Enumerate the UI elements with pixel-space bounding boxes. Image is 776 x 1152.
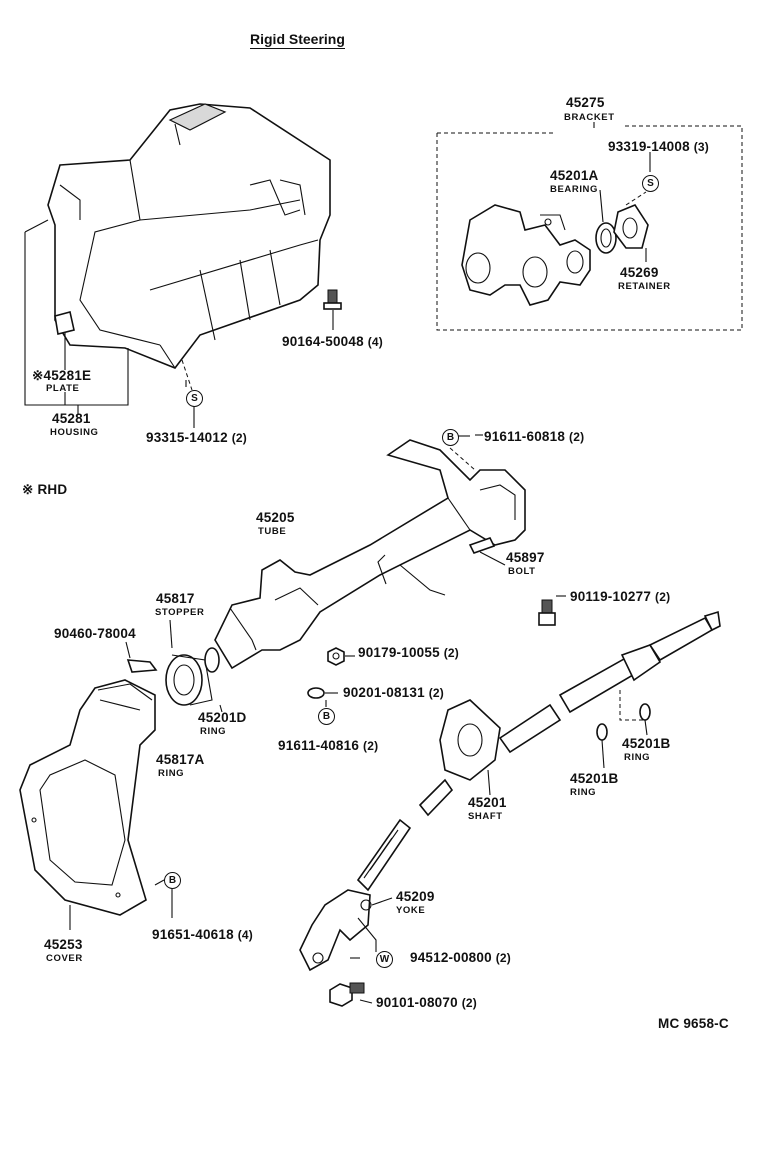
part-name-plate: PLATE bbox=[46, 383, 80, 394]
part-number-45817: 45817 bbox=[156, 591, 195, 606]
part-number-45269: 45269 bbox=[620, 265, 659, 280]
part-number-45205: 45205 bbox=[256, 510, 295, 525]
symbol-b-91651: B bbox=[164, 872, 181, 889]
part-number-45253: 45253 bbox=[44, 937, 83, 952]
part-number-91611-40816: 91611-40816 (2) bbox=[278, 738, 379, 753]
part-name-ring-45201b-right: RING bbox=[624, 752, 651, 763]
part-number-45281e: ※45281E bbox=[32, 368, 92, 383]
part-number-45817a: 45817A bbox=[156, 752, 205, 767]
stopper-45817-illustration bbox=[165, 654, 213, 706]
bearing-45201a-illustration bbox=[595, 222, 617, 254]
part-name-bolt: BOLT bbox=[508, 566, 536, 577]
part-name-stopper: STOPPER bbox=[155, 607, 205, 618]
ring-45201b-right-illustration bbox=[639, 703, 651, 721]
rhd-note: ※ RHD bbox=[22, 482, 68, 497]
washer-90201-illustration bbox=[307, 687, 325, 699]
symbol-b-91611-40816: B bbox=[318, 708, 335, 725]
part-number-45201b-left: 45201B bbox=[570, 771, 619, 786]
part-name-retainer: RETAINER bbox=[618, 281, 671, 292]
part-name-housing: HOUSING bbox=[50, 427, 99, 438]
cover-45253-illustration bbox=[19, 679, 156, 916]
nut-90179-illustration bbox=[327, 647, 345, 666]
part-name-ring-45201d: RING bbox=[200, 726, 227, 737]
ring-45201d-illustration bbox=[204, 647, 220, 673]
part-number-45209: 45209 bbox=[396, 889, 435, 904]
part-number-45897: 45897 bbox=[506, 550, 545, 565]
part-name-ring-45201b-left: RING bbox=[570, 787, 597, 798]
yoke-45209-illustration bbox=[299, 818, 412, 972]
part-number-90460-78004: 90460-78004 bbox=[54, 626, 136, 641]
retainer-45269-illustration bbox=[613, 204, 649, 249]
symbol-s-93315: S bbox=[186, 390, 203, 407]
part-name-bracket: BRACKET bbox=[564, 112, 615, 123]
housing-illustration bbox=[47, 103, 331, 369]
part-number-90164-50048: 90164-50048 (4) bbox=[282, 334, 384, 349]
part-number-45201b-right: 45201B bbox=[622, 736, 671, 751]
part-number-45201: 45201 bbox=[468, 795, 507, 810]
tube-45205-illustration bbox=[214, 439, 526, 670]
part-name-shaft: SHAFT bbox=[468, 811, 503, 822]
part-name-bearing: BEARING bbox=[550, 184, 599, 195]
part-number-90119-10277: 90119-10277 (2) bbox=[570, 589, 671, 604]
shaft-45201-illustration bbox=[418, 610, 721, 817]
part-number-91651-40618: 91651-40618 (4) bbox=[152, 927, 254, 942]
symbol-b-91611-60818: B bbox=[442, 429, 459, 446]
part-number-45201d: 45201D bbox=[198, 710, 247, 725]
clamp-90460-illustration bbox=[126, 659, 158, 673]
figure-code: MC 9658-C bbox=[658, 1016, 729, 1031]
part-name-cover: COVER bbox=[46, 953, 83, 964]
part-number-90179-10055: 90179-10055 (2) bbox=[358, 645, 460, 660]
part-number-45281: 45281 bbox=[52, 411, 91, 426]
part-name-tube: TUBE bbox=[258, 526, 287, 537]
screw-90164-illustration bbox=[323, 289, 342, 330]
part-number-45275: 45275 bbox=[566, 95, 605, 110]
bolt-90101-illustration bbox=[329, 982, 365, 1007]
bolt-90119-illustration bbox=[538, 595, 566, 626]
part-number-45201a: 45201A bbox=[550, 168, 599, 183]
bracket-illustration bbox=[461, 204, 591, 306]
part-number-93319-14008: 93319-14008 (3) bbox=[608, 139, 710, 154]
symbol-s-93319: S bbox=[642, 175, 659, 192]
part-number-91611-60818: 91611-60818 (2) bbox=[484, 429, 585, 444]
part-name-ring-45817a: RING bbox=[158, 768, 185, 779]
bolt-45897-illustration bbox=[468, 537, 506, 566]
ring-45201b-left-illustration bbox=[596, 723, 608, 741]
part-number-90101-08070: 90101-08070 (2) bbox=[376, 995, 478, 1010]
part-number-90201-08131: 90201-08131 (2) bbox=[343, 685, 445, 700]
part-name-yoke: YOKE bbox=[396, 905, 426, 916]
part-number-93315-14012: 93315-14012 (2) bbox=[146, 430, 248, 445]
part-number-94512-00800: 94512-00800 (2) bbox=[410, 950, 512, 965]
diagram-title: Rigid Steering bbox=[250, 31, 345, 49]
symbol-w-94512: W bbox=[376, 951, 393, 968]
